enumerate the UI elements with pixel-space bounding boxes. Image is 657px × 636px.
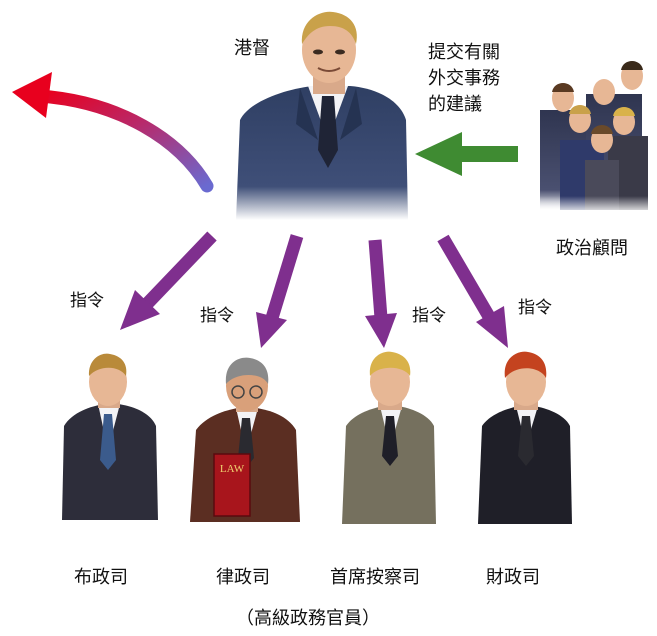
financial-secretary-label: 財政司 bbox=[486, 567, 540, 588]
chief-justice-figure bbox=[342, 351, 436, 524]
instruction-arrow-4 bbox=[437, 234, 508, 348]
political-advisers-label: 政治顧問 bbox=[556, 238, 628, 259]
advice-line-2: 外交事務 bbox=[428, 68, 500, 89]
instruction-label-1: 指令 bbox=[70, 291, 104, 311]
advice-line-1: 提交有關 bbox=[428, 42, 500, 63]
officials-caption: （高級政務官員） bbox=[236, 608, 380, 629]
political-advisers-figures bbox=[536, 61, 654, 214]
governor-figure bbox=[236, 11, 408, 220]
law-book-text: LAW bbox=[220, 463, 245, 475]
instruction-label-2: 指令 bbox=[200, 306, 234, 326]
outgoing-arrow bbox=[12, 72, 214, 193]
advice-text: 提交有關 外交事務 的建議 bbox=[428, 40, 500, 118]
chief-justice-label: 首席按察司 bbox=[330, 567, 420, 588]
instruction-label-4: 指令 bbox=[518, 298, 552, 318]
instruction-arrows bbox=[120, 231, 508, 348]
instruction-label-3: 指令 bbox=[412, 306, 446, 326]
secretary-for-justice-label: 律政司 bbox=[216, 567, 270, 588]
instruction-arrow-3 bbox=[365, 239, 397, 348]
instruction-arrow-1 bbox=[120, 231, 217, 330]
secretary-for-justice-figure: LAW bbox=[190, 357, 300, 522]
advice-arrow bbox=[415, 132, 518, 176]
financial-secretary-figure bbox=[478, 351, 572, 524]
governor-label: 港督 bbox=[234, 38, 270, 59]
advice-line-3: 的建議 bbox=[428, 94, 482, 115]
chief-secretary-figure bbox=[62, 353, 158, 520]
chief-secretary-label: 布政司 bbox=[74, 567, 128, 588]
instruction-arrow-2 bbox=[256, 234, 304, 348]
